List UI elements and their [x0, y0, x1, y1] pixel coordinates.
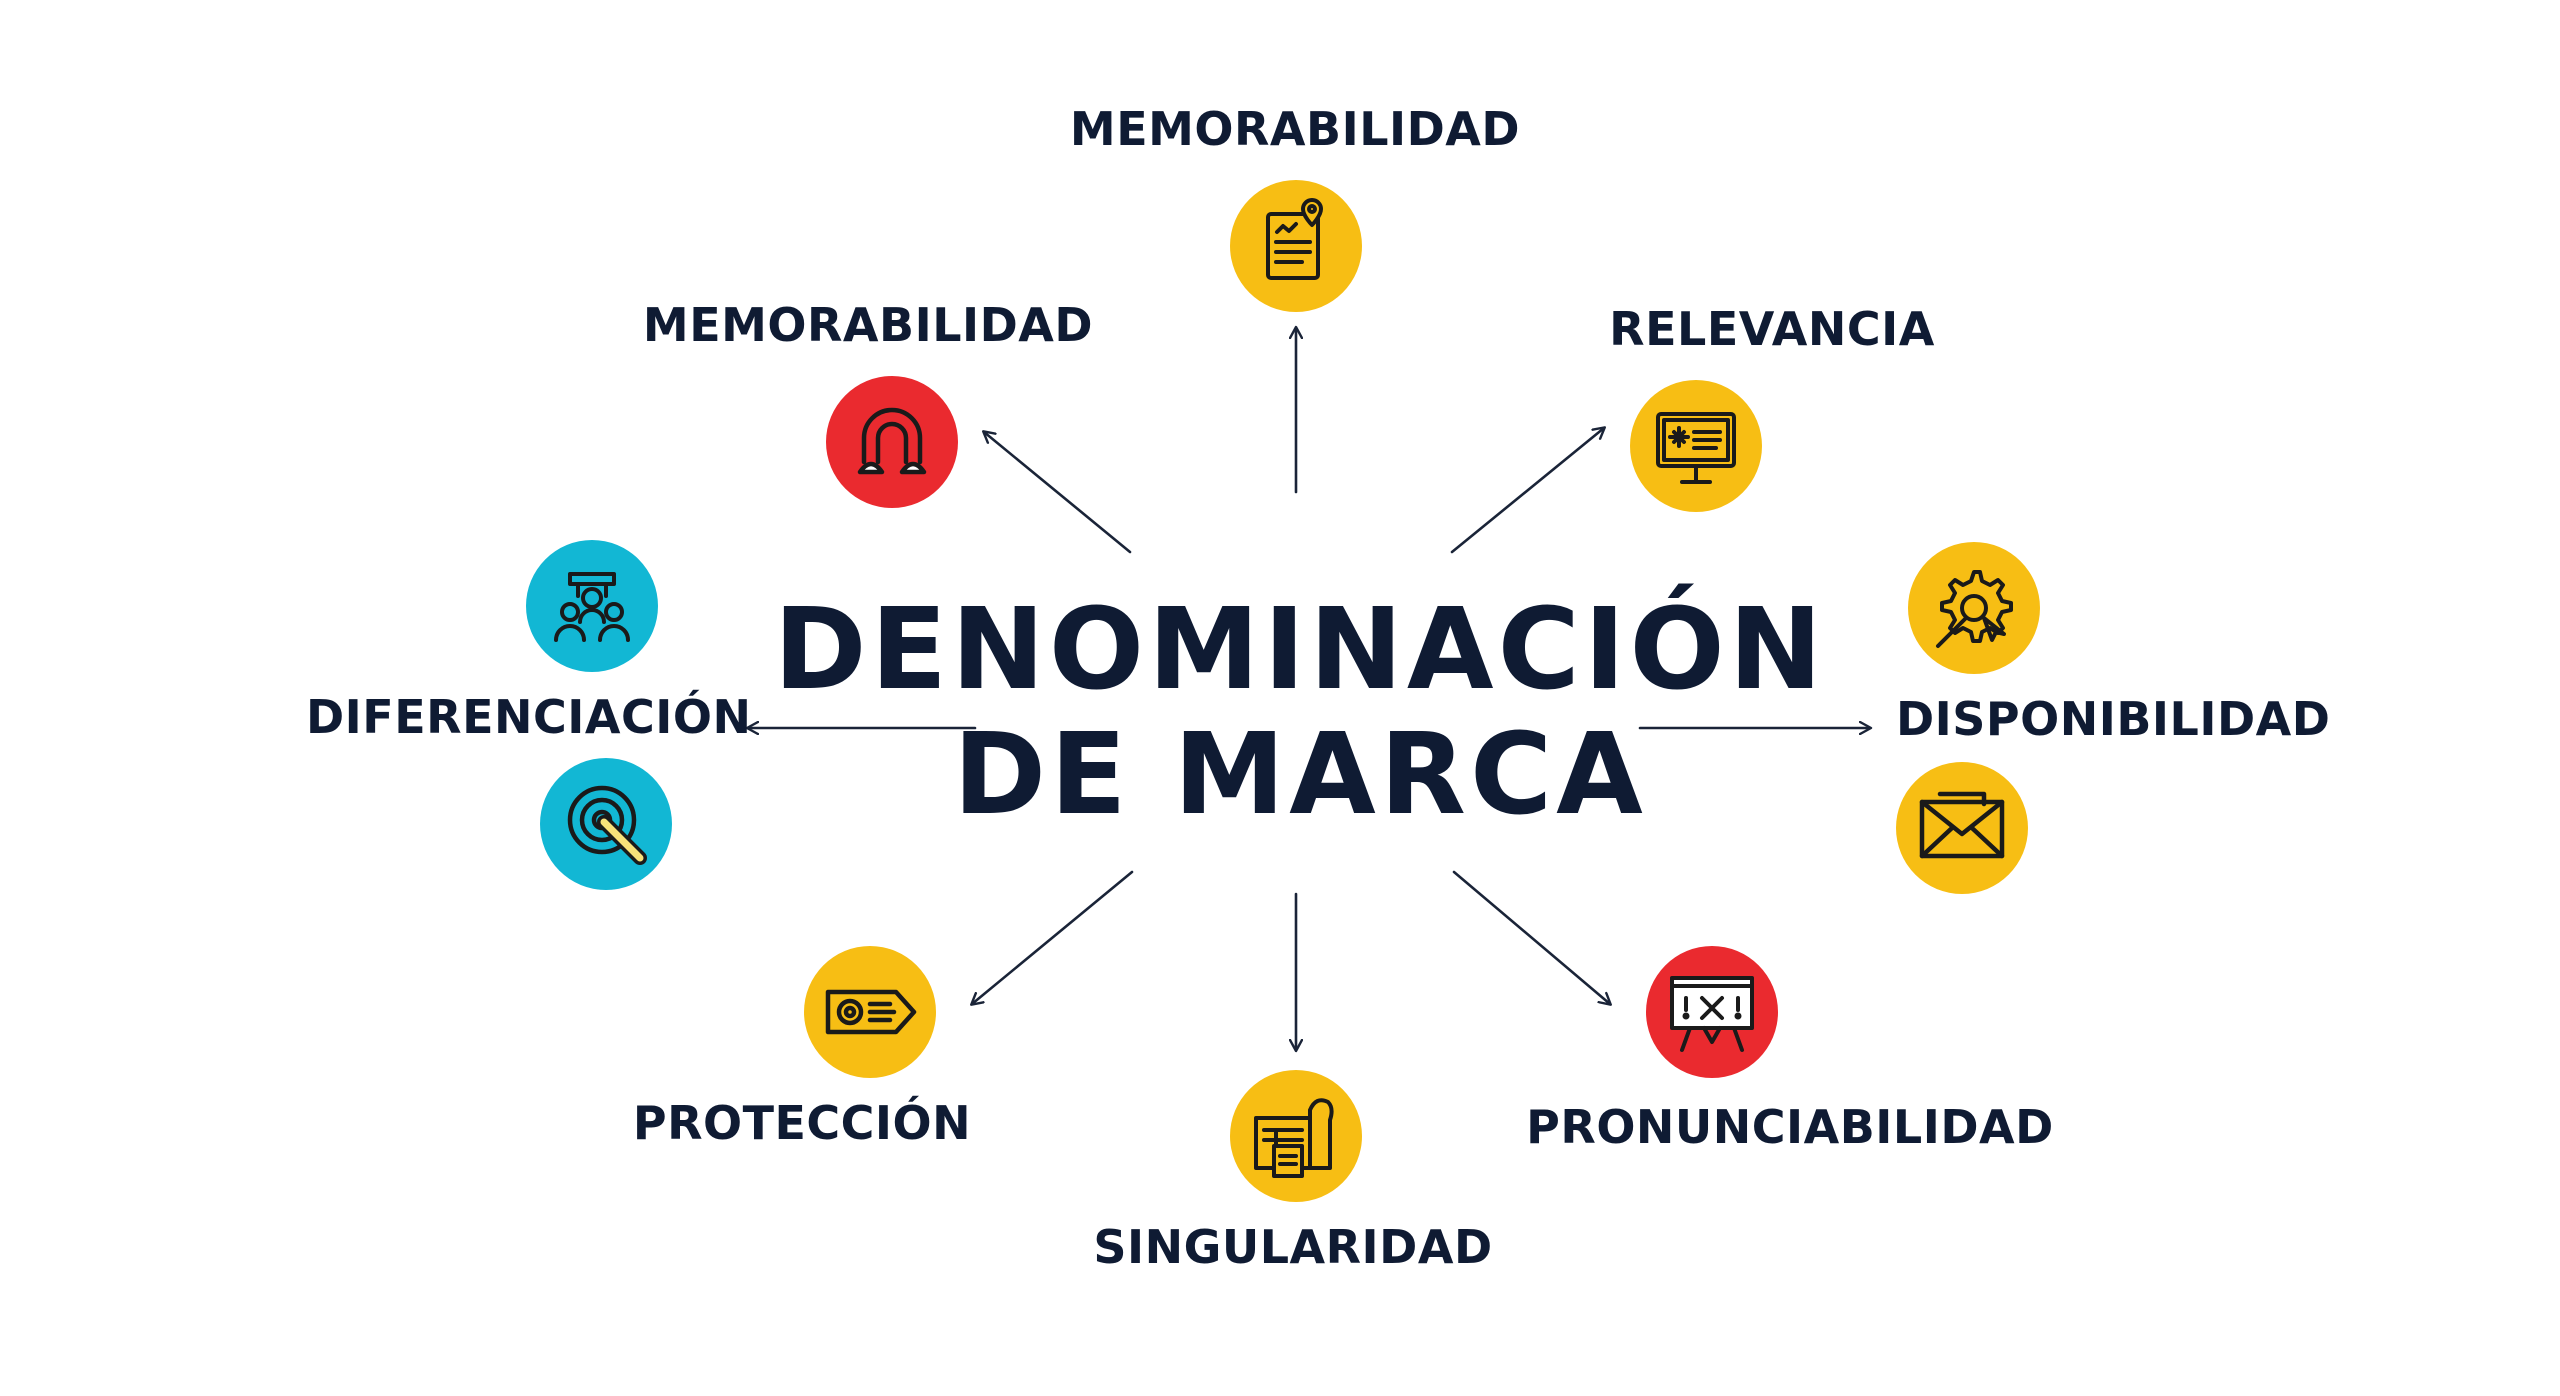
arrow-to-pronunciabilidad — [1452, 870, 1610, 1004]
gear-award-icon — [1908, 542, 2040, 674]
people-group-icon — [526, 540, 658, 672]
label-pronunciabilidad: PRONUNCIABILIDAD — [1526, 1100, 2054, 1154]
target-icon — [540, 758, 672, 890]
label-memorabilidad-top: MEMORABILIDAD — [1069, 102, 1521, 156]
arrow-to-memorabilidad-left — [984, 432, 1132, 554]
stacked-items-icon — [1230, 1070, 1362, 1202]
arrow-to-relevancia — [1450, 428, 1604, 554]
diagram-title-line2: DE MARCA — [953, 710, 1647, 841]
arrow-to-proteccion — [972, 870, 1134, 1004]
diagram-title: DENOMINACIÓN DE MARCA — [773, 585, 1827, 841]
document-location-icon — [1230, 180, 1362, 312]
monitor-icon — [1630, 380, 1762, 512]
label-diferenciacion: DIFERENCIACIÓN — [306, 690, 752, 744]
label-singularidad: SINGULARIDAD — [1093, 1220, 1493, 1274]
diagram-title-line1: DENOMINACIÓN — [773, 585, 1827, 715]
label-relevancia: RELEVANCIA — [1609, 302, 1935, 356]
envelope-icon — [1896, 762, 2028, 894]
tag-icon — [804, 946, 936, 1078]
label-memorabilidad-left: MEMORABILIDAD — [642, 298, 1094, 352]
magnet-icon — [826, 376, 958, 508]
label-proteccion: PROTECCIÓN — [632, 1096, 972, 1150]
board-icon — [1646, 946, 1778, 1078]
label-disponibilidad: DISPONIBILIDAD — [1896, 692, 2331, 746]
